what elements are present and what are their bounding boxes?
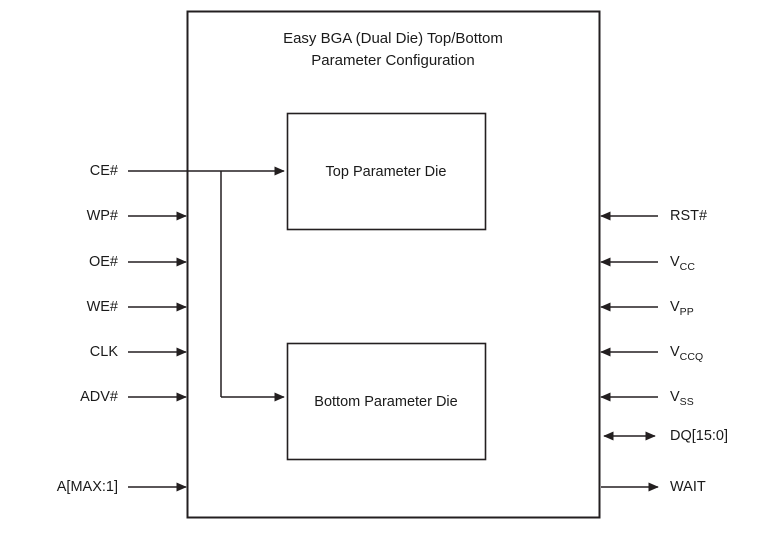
signal-label-vpp-base: V <box>670 298 680 315</box>
signal-label-vpp: VPP <box>670 298 694 318</box>
title-line-1: Easy BGA (Dual Die) Top/Bottom <box>283 30 503 47</box>
signal-label-vcc: VCC <box>670 253 696 273</box>
top-die-label: Top Parameter Die <box>325 164 447 180</box>
signal-label-rst: RST# <box>670 209 707 224</box>
signal-label-ce: CE# <box>89 162 118 179</box>
signal-label-vss-sub: SS <box>679 395 694 408</box>
signal-label-vss: VSS <box>670 388 694 408</box>
signal-label-vccq-sub: CCQ <box>679 350 704 363</box>
signal-label-wait: WAIT <box>670 480 706 495</box>
title-line-2: Parameter Configuration <box>311 51 475 69</box>
signal-label-wait-base: WAIT <box>670 478 706 495</box>
signal-label-vcc-base: V <box>670 253 680 270</box>
top-die-box <box>286 112 487 231</box>
signal-label-vccq: VCCQ <box>670 343 704 363</box>
signal-label-vss-base: V <box>670 388 680 405</box>
signal-label-clk: CLK <box>89 343 118 360</box>
signal-label-wp: WP# <box>86 207 118 224</box>
signal-label-adv: ADV# <box>80 388 118 405</box>
signal-label-rst-base: RST# <box>670 207 708 224</box>
bottom-die-label: Bottom Parameter Die <box>314 394 458 410</box>
signal-label-vpp-sub: PP <box>679 305 694 318</box>
signal-label-vccq-base: V <box>670 343 680 360</box>
signal-label-vcc-sub: CC <box>679 260 696 273</box>
signal-label-dq-base: DQ[15:0] <box>670 427 729 444</box>
signal-label-we: WE# <box>86 298 118 315</box>
signal-label-amax: A[MAX:1] <box>56 478 118 495</box>
signal-label-oe: OE# <box>88 253 118 270</box>
signal-label-dq: DQ[15:0] <box>670 429 728 444</box>
bottom-die-box <box>286 342 487 461</box>
